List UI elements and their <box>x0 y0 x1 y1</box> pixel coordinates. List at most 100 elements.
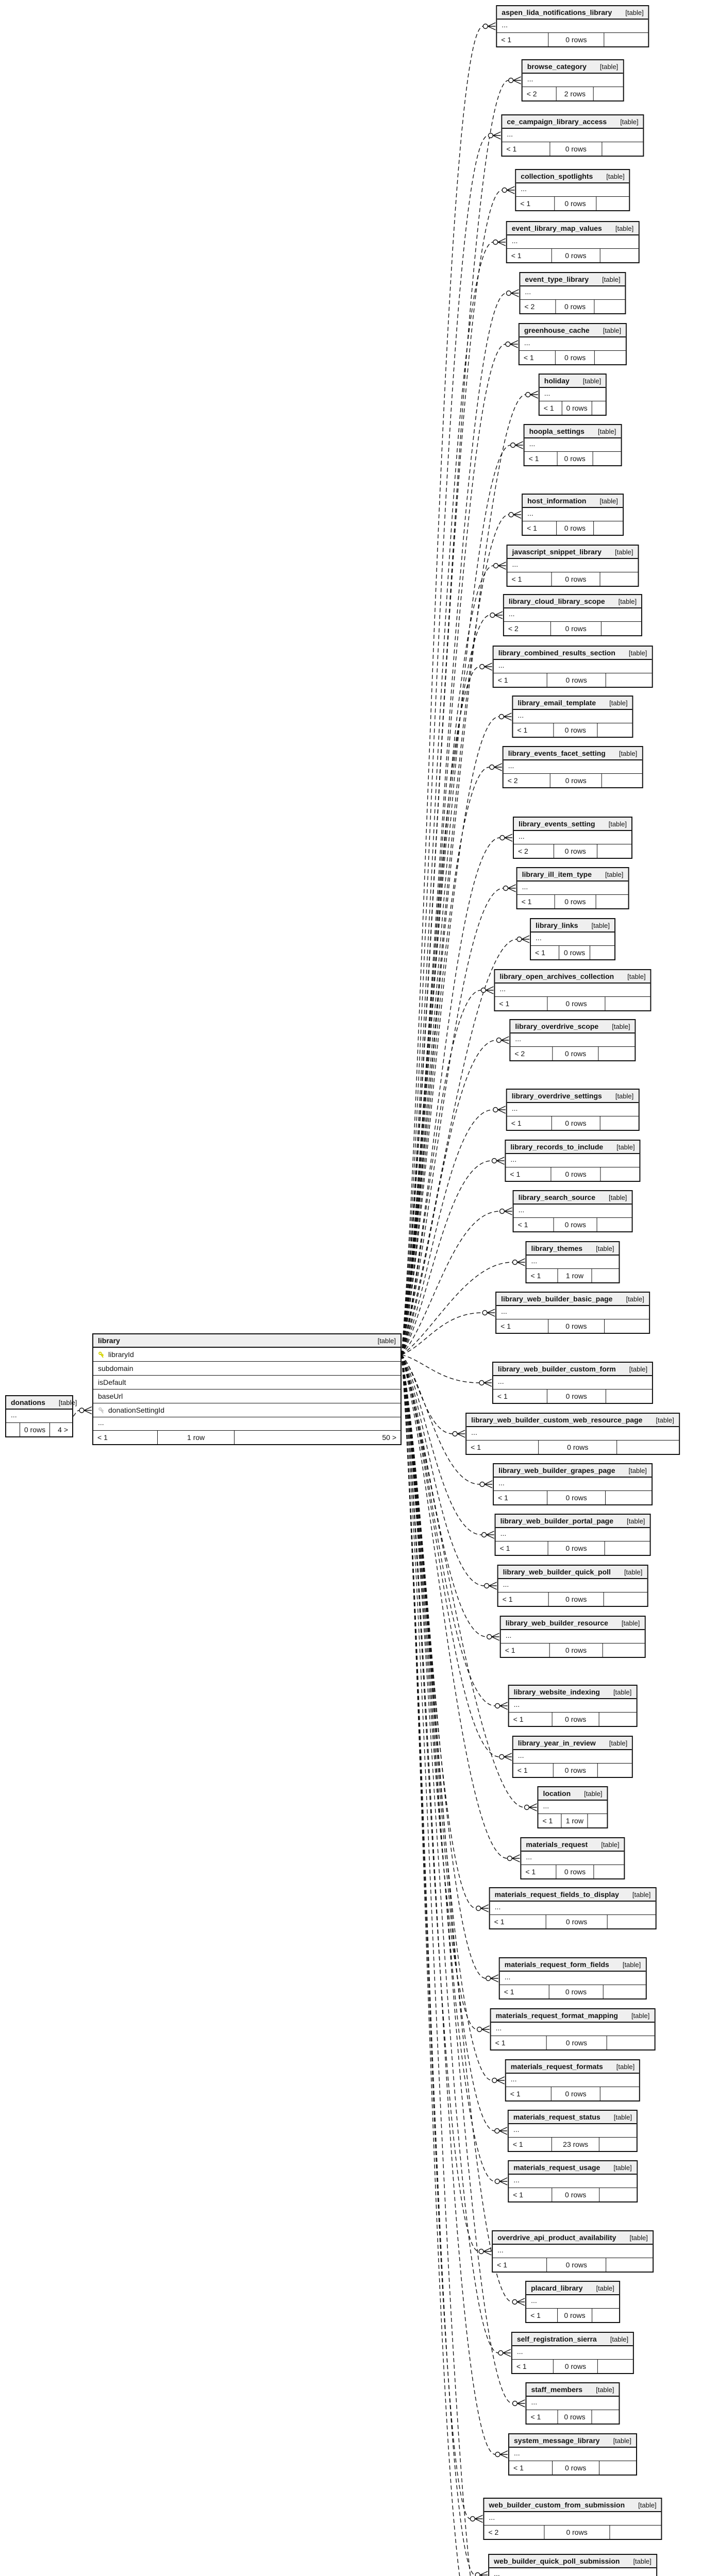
footer-row-count: 0 rows <box>557 521 594 535</box>
table-header: library_overdrive_scope[table] <box>510 1020 635 1033</box>
ellipsis-label: ... <box>531 2296 537 2304</box>
table-header: library_cloud_library_scope[table] <box>504 595 642 608</box>
footer-parent-count: < 1 <box>491 2036 547 2049</box>
table-box-library_web_builder_resource[interactable]: library_web_builder_resource[table]...< … <box>499 1616 646 1658</box>
table-box-library_cloud_library_scope[interactable]: library_cloud_library_scope[table]...< 2… <box>503 594 643 636</box>
ellipsis-label: ... <box>518 832 525 840</box>
footer-child-count <box>602 142 643 156</box>
table-box-aspen_lida_notifications_library[interactable]: aspen_lida_notifications_library[table].… <box>496 5 649 47</box>
table-box-library_web_builder_custom_web_resource_page[interactable]: library_web_builder_custom_web_resource_… <box>465 1413 680 1455</box>
table-title: library_ill_item_type <box>522 870 592 878</box>
footer-parent-count: < 1 <box>466 1440 539 1454</box>
ellipsis-label: ... <box>501 1307 507 1315</box>
table-box-web_builder_quick_poll_submission[interactable]: web_builder_quick_poll_submission[table]… <box>488 2554 657 2576</box>
edge-library-collection_spotlights <box>401 186 515 1355</box>
ellipsis-label: ... <box>518 1206 525 1214</box>
table-box-library_web_builder_quick_poll[interactable]: library_web_builder_quick_poll[table]...… <box>497 1565 648 1607</box>
table-box-web_builder_custom_from_submission[interactable]: web_builder_custom_from_submission[table… <box>483 2498 662 2540</box>
table-box-library_web_builder_portal_page[interactable]: library_web_builder_portal_page[table]..… <box>494 1514 651 1556</box>
table-tag: [table] <box>619 750 638 757</box>
table-box-library_web_builder_grapes_page[interactable]: library_web_builder_grapes_page[table]..… <box>493 1463 653 1505</box>
table-box-materials_request_fields_to_display[interactable]: materials_request_fields_to_display[tabl… <box>489 1887 657 1929</box>
table-box-library_open_archives_collection[interactable]: library_open_archives_collection[table].… <box>494 969 652 1011</box>
table-header: javascript_snippet_library[table] <box>507 546 638 559</box>
footer-row-count: 0 rows <box>553 2461 599 2475</box>
footer-row-count: 0 rows <box>549 1985 604 1998</box>
footer-row-count: 0 rows <box>552 2188 599 2201</box>
column-row-libraryId: libraryId <box>93 1348 400 1362</box>
column-name: isDefault <box>98 1378 126 1386</box>
table-box-library_combined_results_section[interactable]: library_combined_results_section[table].… <box>492 646 653 688</box>
table-box-library_web_builder_custom_form[interactable]: library_web_builder_custom_form[table]..… <box>492 1362 654 1404</box>
collapsed-columns-row: ... <box>512 2346 633 2360</box>
table-tag: [table] <box>615 548 633 556</box>
table-box-materials_request_format_mapping[interactable]: materials_request_format_mapping[table].… <box>490 2008 656 2050</box>
ellipsis-label: ... <box>527 509 533 517</box>
table-box-overdrive_api_product_availability[interactable]: overdrive_api_product_availability[table… <box>492 2230 654 2273</box>
footer-row-count: 0 rows <box>554 723 598 737</box>
table-box-library_web_builder_basic_page[interactable]: library_web_builder_basic_page[table]...… <box>495 1292 650 1334</box>
table-tag: [table] <box>609 699 628 707</box>
table-tag: [table] <box>596 2284 614 2292</box>
table-header: holiday[table] <box>539 375 606 388</box>
footer-child-count <box>599 2188 637 2201</box>
table-title: library_overdrive_scope <box>515 1022 599 1030</box>
footer-child-count: 50 > <box>382 1433 396 1442</box>
table-box-materials_request_form_fields[interactable]: materials_request_form_fields[table]...<… <box>498 1957 647 1999</box>
table-tag: [table] <box>632 1891 651 1899</box>
ellipsis-label: ... <box>505 1631 512 1639</box>
ellipsis-label: ... <box>494 1903 501 1911</box>
footer-row-count: 0 rows <box>559 946 590 959</box>
footer-row-count: 0 rows <box>548 997 606 1010</box>
table-box-library_events_facet_setting[interactable]: library_events_facet_setting[table]...< … <box>502 746 643 788</box>
table-title: browse_category <box>527 62 587 71</box>
table-title: library_web_builder_quick_poll <box>503 1568 611 1576</box>
table-header: materials_request_form_fields[table] <box>499 1958 646 1972</box>
ellipsis-label: ... <box>517 711 524 719</box>
collapsed-columns-row: ... <box>520 286 625 300</box>
collapsed-columns-row: ... <box>513 710 632 723</box>
edge-library-materials_request_usage <box>401 1354 508 2185</box>
collapsed-columns-row: ... <box>510 1033 635 1047</box>
